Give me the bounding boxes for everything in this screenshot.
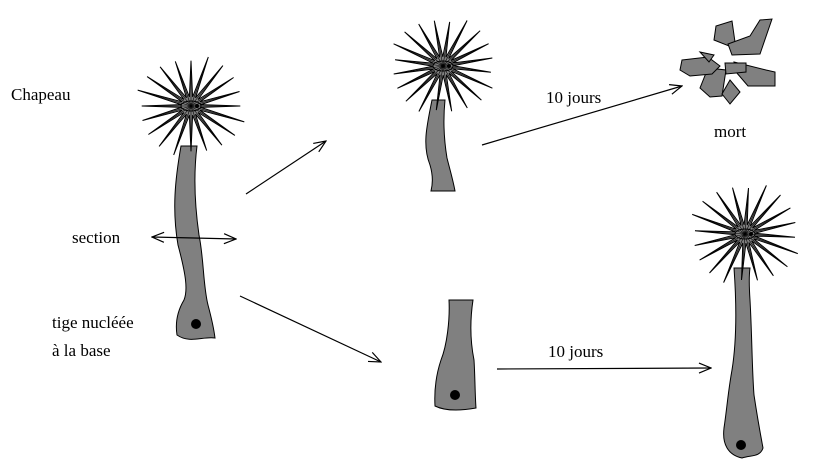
arrow-to-regenerated xyxy=(497,368,711,369)
dead-label: mort xyxy=(714,121,746,142)
nucleus xyxy=(736,440,746,450)
cap-center-dot xyxy=(195,104,199,108)
upper-stalk-fragment xyxy=(426,100,455,191)
days-label-top: 10 jours xyxy=(546,87,601,108)
nucleated-stem-label-line1: tige nucléée xyxy=(52,312,134,333)
upper-cap xyxy=(394,21,493,112)
nucleus xyxy=(450,390,460,400)
days-label-bottom: 10 jours xyxy=(548,341,603,362)
arrow-to-lower-fragment xyxy=(240,296,381,362)
arrow-to-upper-fragment xyxy=(246,141,326,194)
original-stalk xyxy=(175,146,215,339)
upper-fragment xyxy=(394,21,493,192)
cap-label: Chapeau xyxy=(11,84,70,105)
regenerated-organism xyxy=(692,185,798,458)
cap-center-dot xyxy=(749,232,753,236)
cap-center-dot xyxy=(447,64,451,68)
regenerated-stalk xyxy=(724,268,763,458)
lower-fragment xyxy=(435,300,476,410)
original-organism xyxy=(138,57,245,339)
nucleus xyxy=(191,319,201,329)
dead-remains xyxy=(680,19,775,104)
nucleated-stem-label-line2: à la base xyxy=(52,340,111,361)
original-cap xyxy=(138,57,245,155)
section-label: section xyxy=(72,227,120,248)
